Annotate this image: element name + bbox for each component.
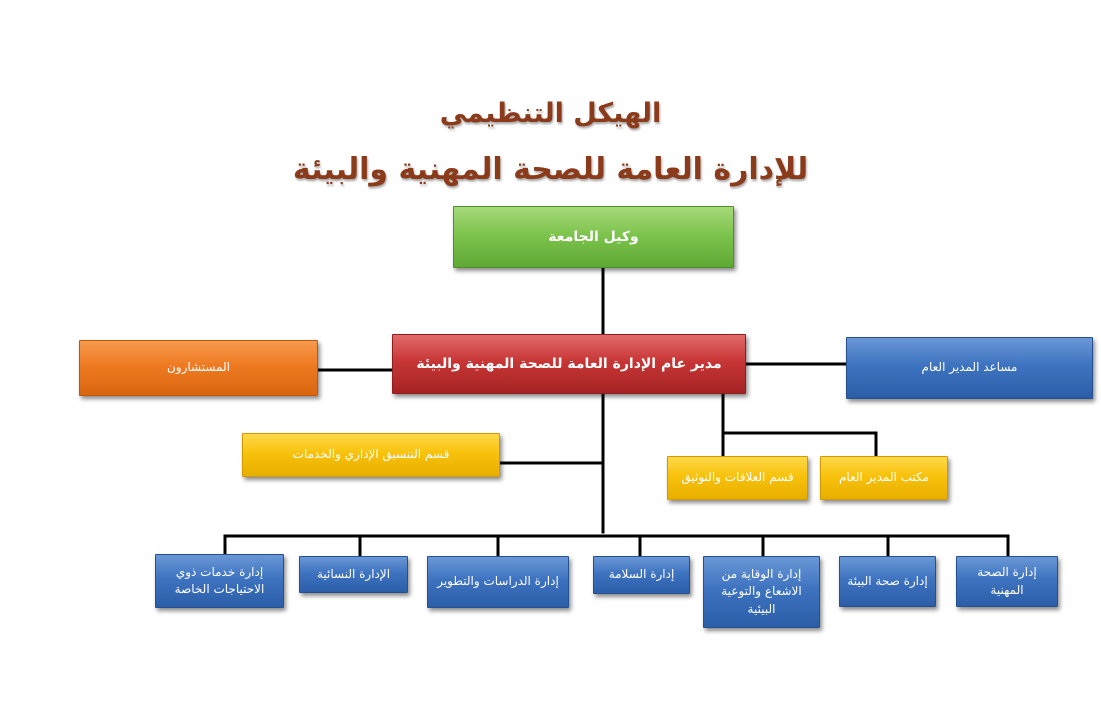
node-general-director: مدير عام الإدارة العامة للصحة المهنية وا… (392, 334, 746, 394)
node-coordination-section: قسم التنسيق الإداري والخدمات (242, 433, 500, 477)
node-relations-section: قسم العلاقات والتوثيق (667, 456, 808, 500)
node-director-office: مكتب المدير العام (820, 456, 948, 500)
node-department: إدارة الوقاية من الاشعاع والتوعية البيئي… (703, 556, 820, 628)
node-consultants: المستشارون (79, 340, 318, 396)
node-department: إدارة الدراسات والتطوير (427, 556, 569, 608)
node-assistant-director: مساعد المدير العام (846, 337, 1093, 399)
node-department: إدارة خدمات ذوي الاحتياجات الخاصة (155, 554, 284, 608)
node-department: الإدارة النسائية (299, 556, 408, 593)
node-department: إدارة السلامة (593, 556, 690, 594)
chart-title-line2: للإدارة العامة للصحة المهنية والبيئة (292, 152, 809, 187)
node-vice-rector: وكيل الجامعة (453, 206, 734, 268)
node-department: إدارة صحة البيئة (839, 556, 936, 607)
chart-title-line1: الهيكل التنظيمي (439, 98, 662, 129)
node-department: إدارة الصحة المهنية (956, 556, 1058, 607)
